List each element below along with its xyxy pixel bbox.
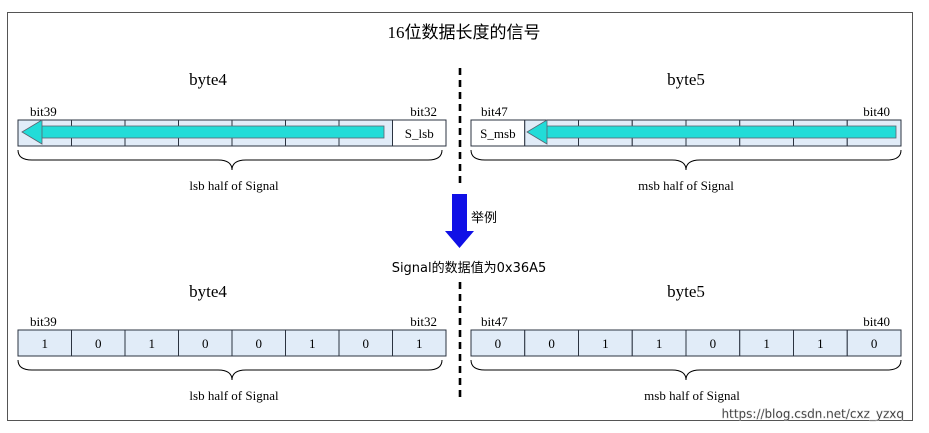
bit-cell-value: 1 (309, 336, 316, 351)
bit-cell (578, 329, 633, 357)
bit-cell (231, 329, 286, 357)
bottom-left-byte-group: byte4 bit39 bit32 1 0 1 0 0 1 0 1 lsb half of S… (17, 282, 447, 403)
bit-cell-value: 0 (710, 336, 717, 351)
lsb-half-brace (17, 149, 443, 171)
signal-value-caption: Signal的数据值为0x36A5 (392, 260, 547, 276)
bit-cells: 1 0 1 0 0 1 0 1 (17, 329, 447, 357)
bit-label-left: bit39 (30, 104, 57, 119)
byte-label: byte5 (667, 70, 705, 89)
lsb-half-brace (17, 359, 443, 381)
watermark-text: https://blog.csdn.net/cxz_yzxq (722, 407, 904, 421)
bit-label-right: bit40 (863, 104, 890, 119)
bit-cells: 0 0 1 1 0 1 1 0 (470, 329, 902, 357)
bit-cell (392, 329, 447, 357)
byte-label: byte4 (189, 282, 227, 301)
example-arrow-head (445, 231, 474, 248)
top-left-byte-group: byte4 bit39 bit32 S_lsb lsb half of Sign… (17, 70, 447, 193)
bit-cell (285, 329, 340, 357)
bit-cell-value: S_lsb (405, 126, 434, 141)
bit-cell-value: 1 (817, 336, 824, 351)
example-arrow (445, 194, 474, 248)
msb-half-brace (470, 359, 902, 381)
bit-cell (524, 329, 579, 357)
bottom-right-byte-group: byte5 bit47 bit40 0 0 1 1 0 1 1 0 msb half of S… (470, 282, 902, 403)
msb-half-brace (470, 149, 902, 171)
bit-cell (739, 329, 794, 357)
bit-cell-value: 0 (548, 336, 555, 351)
bit-cell (71, 329, 126, 357)
bit-cell-value: 0 (495, 336, 502, 351)
bit-cell-value: 0 (363, 336, 370, 351)
signal-direction-arrow (526, 119, 897, 145)
bit-cell-value: 1 (149, 336, 156, 351)
byte-label: byte5 (667, 282, 705, 301)
bit-cell (392, 119, 447, 147)
bit-cell-value: 1 (763, 336, 770, 351)
brace-label: lsb half of Signal (189, 178, 279, 193)
brace-label: lsb half of Signal (189, 388, 279, 403)
diagram-frame (7, 12, 913, 421)
bit-cell (793, 329, 848, 357)
top-right-byte-group: byte5 bit47 bit40 S_msb msb half of Sign… (470, 70, 902, 193)
bit-cell-value: 1 (656, 336, 663, 351)
bit-cell (846, 329, 902, 357)
brace-label: msb half of Signal (644, 388, 740, 403)
bit-cell-value: 1 (416, 336, 423, 351)
signal-arrow-shaft (544, 125, 897, 139)
bit-cell-value: 0 (871, 336, 878, 351)
bit-label-left: bit39 (30, 314, 57, 329)
brace-label: msb half of Signal (638, 178, 734, 193)
bit-label-right: bit32 (410, 314, 437, 329)
bit-cell (17, 329, 72, 357)
bit-label-left: bit47 (481, 314, 508, 329)
bit-cell-value: S_msb (480, 126, 515, 141)
bit-label-right: bit32 (410, 104, 437, 119)
bit-cell-value: 0 (256, 336, 263, 351)
byte-label: byte4 (189, 70, 227, 89)
bit-cell-value: 1 (42, 336, 49, 351)
bit-cell-value: 0 (95, 336, 102, 351)
signal-arrow-head (21, 119, 43, 145)
bit-cell-value: 1 (602, 336, 609, 351)
bit-cell (338, 329, 393, 357)
signal-arrow-head (526, 119, 548, 145)
signal-direction-arrow (21, 119, 385, 145)
example-arrow-shaft (452, 194, 467, 232)
bit-label-left: bit47 (481, 104, 508, 119)
bit-cell (178, 329, 233, 357)
example-label: 举例 (471, 211, 497, 226)
signal-arrow-shaft (39, 125, 385, 139)
diagram-title: 16位数据长度的信号 (388, 23, 541, 42)
bit-label-right: bit40 (863, 314, 890, 329)
bit-cell-value: 0 (202, 336, 209, 351)
bit-cell (124, 329, 179, 357)
bit-cell (631, 329, 687, 357)
